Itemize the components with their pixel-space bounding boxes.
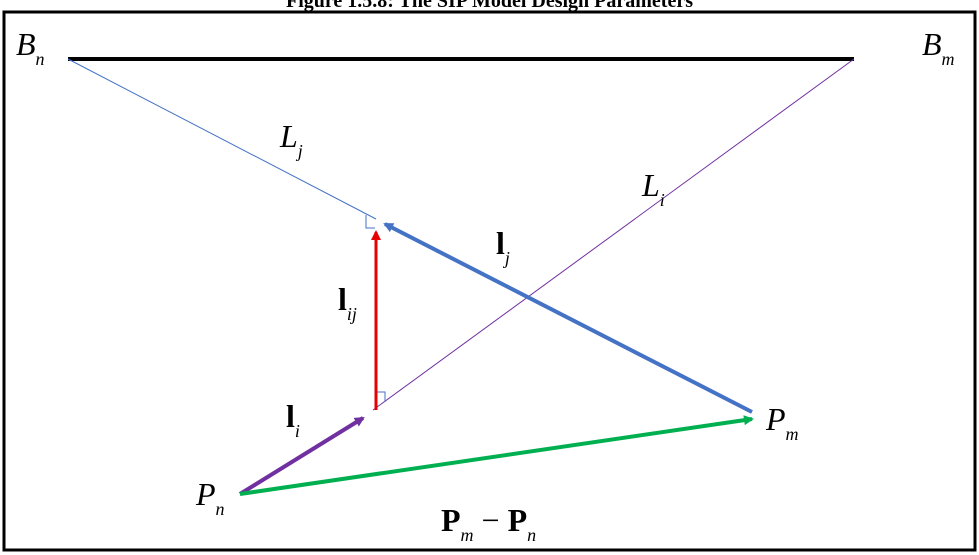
- label-small-li: li: [286, 398, 300, 441]
- figure-title: Figure 1.5.8: The SIP Model Design Param…: [286, 0, 693, 12]
- figure-frame: [2, 10, 977, 552]
- right-angle-marker-bottom: [376, 391, 386, 402]
- label-bn: Bn: [16, 26, 45, 69]
- vector-small-li: [238, 416, 365, 496]
- right-angle-marker-top: [365, 215, 375, 229]
- label-small-lij: lij: [338, 281, 357, 324]
- label-bm: Bm: [922, 26, 955, 69]
- label-pn: Pn: [195, 476, 225, 519]
- label-big-lj: Lj: [279, 118, 303, 161]
- label-small-lj: lj: [496, 225, 510, 268]
- label-pm-minus-pn: Pm−Pn: [441, 502, 536, 545]
- line-big-li: [372, 58, 855, 411]
- vector-small-lj: [383, 222, 753, 414]
- label-pm: Pm: [765, 401, 799, 444]
- line-big-lj: [67, 58, 377, 220]
- label-big-li: Li: [641, 167, 665, 210]
- vector-pm-minus-pn: [239, 415, 754, 496]
